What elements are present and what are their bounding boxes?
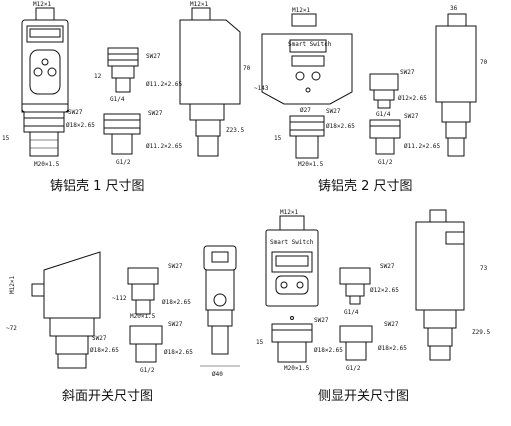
q1-12-label: 12 — [94, 73, 102, 80]
q3-m20: M20×1.5 — [130, 313, 156, 320]
q4-side-view: 73 Z29.5 — [415, 209, 490, 361]
q3-d18-lower: Ø18×2.65 — [164, 349, 193, 356]
q4-73: 73 — [480, 265, 488, 272]
q1-fitting-lower-left: SW27 Ø18×2.65 M20×1.5 15 — [2, 109, 95, 168]
q3-sw27-left: SW27 — [92, 335, 107, 342]
q2-d112: Ø11.2×2.65 — [404, 143, 441, 150]
q3-72: ~72 — [6, 325, 17, 332]
q1-side-z235: Z23.5 — [226, 127, 244, 134]
q4-sw27-upper: SW27 — [380, 263, 395, 270]
q3-g12: G1/2 — [140, 367, 155, 374]
q2-sw27-right: SW27 — [404, 113, 419, 120]
caption-q3: 斜面开关尺寸图 — [62, 389, 153, 404]
q4-m20: M20×1.5 — [284, 365, 310, 372]
q3-fitting-upper: SW27 Ø18×2.65 M20×1.5 ~112 — [112, 263, 191, 320]
q1-d18-label: Ø18×2.65 — [66, 122, 95, 129]
q3-sw27-lower: SW27 — [168, 321, 183, 328]
q4-g12: G1/2 — [346, 365, 361, 372]
q4-z295: Z29.5 — [472, 329, 490, 336]
q2-g14: G1/4 — [376, 111, 391, 118]
caption-q4: 侧显开关尺寸图 — [318, 389, 409, 404]
q1-d112-label: Ø11.2×2.65 — [146, 81, 183, 88]
q2-15: 15 — [274, 135, 282, 142]
q2-d27: Ø27 — [300, 107, 311, 114]
q3-front-view: Ø40 — [200, 245, 240, 378]
q2-g12: G1/2 — [378, 159, 393, 166]
q1-front-view: M12×1 — [21, 1, 69, 113]
q1-fitting-lower-right: SW27 Ø11.2×2.65 G1/2 — [103, 110, 183, 166]
q2-fitting-lower-left: SW27 Ø18×2.65 M20×1.5 15 — [274, 108, 355, 168]
caption-q2: 铸铝壳 2 尺寸图 — [318, 178, 413, 194]
q2-sw27-upper: SW27 — [400, 69, 415, 76]
q2-143: ~143 — [254, 85, 269, 92]
q2-m12: M12×1 — [292, 7, 310, 14]
q3-d18-left: Ø18×2.65 — [90, 347, 119, 354]
q2-side-70: 70 — [480, 59, 488, 66]
q4-smart-label: Smart Switch — [270, 239, 314, 246]
q4-fitting-lower-left: SW27 Ø18×2.65 M20×1.5 15 — [256, 317, 343, 372]
q4-fitting-upper: SW27 Ø12×2.65 G1/4 — [339, 263, 399, 316]
q4-15: 15 — [256, 339, 264, 346]
q2-side-36: 36 — [450, 5, 458, 12]
q3-d40: Ø40 — [212, 371, 223, 378]
q1-fitting-upper: SW27 Ø11.2×2.65 G1/4 12 — [94, 47, 183, 103]
q4-g14: G1/4 — [344, 309, 359, 316]
q1-side-70: 70 — [243, 65, 251, 72]
q1-m20-label: M20×1.5 — [34, 161, 60, 168]
q1-sw27-upper: SW27 — [146, 53, 161, 60]
q1-side-view: M12×1 70 Z23.5 — [179, 1, 251, 157]
q2-smart-label: Smart Switch — [288, 41, 332, 48]
q4-d18-right: Ø18×2.65 — [378, 345, 407, 352]
q2-d18: Ø18×2.65 — [326, 123, 355, 130]
q2-d12: Ø12×2.65 — [398, 95, 427, 102]
caption-q1: 铸铝壳 1 尺寸图 — [50, 178, 145, 194]
q2-m20: M20×1.5 — [298, 161, 324, 168]
q1-g12-label: G1/2 — [116, 159, 131, 166]
q4-sw27-right: SW27 — [384, 321, 399, 328]
q3-fitting-lower: SW27 Ø18×2.65 G1/2 SW27 Ø18×2.65 — [90, 321, 193, 374]
q1-side-m12: M12×1 — [190, 1, 208, 8]
q4-sw27-left: SW27 — [314, 317, 329, 324]
q3-sw27-upper: SW27 — [168, 263, 183, 270]
q2-fitting-upper: SW27 Ø12×2.65 G1/4 — [369, 69, 427, 118]
q1-sw27-left: SW27 — [68, 109, 83, 116]
q1-g14-label: G1/4 — [110, 96, 125, 103]
q1-sw27-right: SW27 — [148, 110, 163, 117]
q3-d18: Ø18×2.65 — [162, 299, 191, 306]
q1-m12-label: M12×1 — [33, 1, 51, 8]
q4-d12: Ø12×2.65 — [370, 287, 399, 294]
q1-15-label: 15 — [2, 135, 10, 142]
q1-d112-lower: Ø11.2×2.65 — [146, 143, 183, 150]
q2-side-view: 36 70 — [435, 5, 488, 157]
q3-112: ~112 — [112, 295, 127, 302]
q3-side-view: M12×1 ~72 — [6, 251, 101, 369]
q4-d18: Ø18×2.65 — [314, 347, 343, 354]
q4-fitting-lower-right: SW27 Ø18×2.65 G1/2 — [339, 321, 407, 372]
q3-m12: M12×1 — [9, 276, 16, 294]
q2-front-view: M12×1 Smart Switch ~143 Ø27 — [254, 7, 353, 114]
q2-fitting-lower-right: SW27 Ø11.2×2.65 G1/2 — [369, 113, 441, 166]
q2-sw27-left: SW27 — [326, 108, 341, 115]
q4-m12: M12×1 — [280, 209, 298, 216]
q4-front-view: M12×1 Smart Switch — [265, 209, 319, 320]
